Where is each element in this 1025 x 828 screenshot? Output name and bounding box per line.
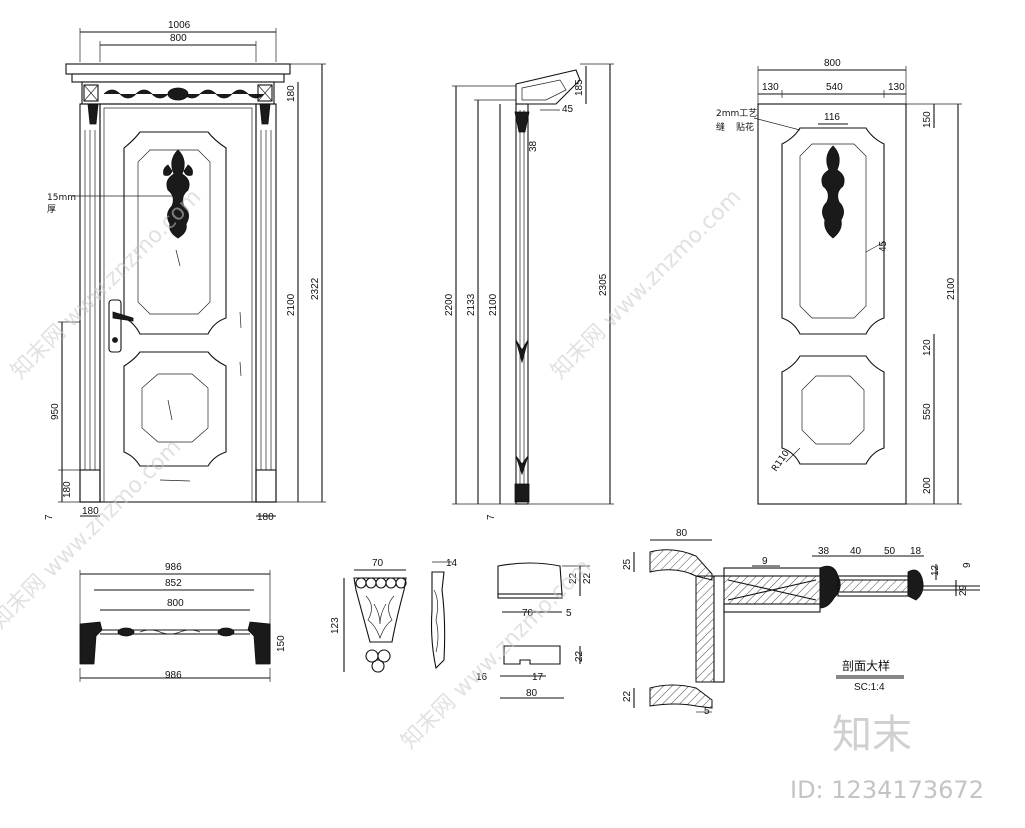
dim-side-2200: 2200 [444, 293, 455, 316]
section-detail-scale: SC:1:4 [854, 682, 885, 693]
dim-section-9b: 9 [962, 562, 973, 568]
dim-plan-depth-150: 150 [276, 635, 287, 652]
dim-front-width-800: 800 [170, 33, 187, 44]
dim-plan-top-986: 986 [165, 562, 182, 573]
back-elevation: 800 130 540 130 116 2mm工艺 缝 贴花 45 150 12… [716, 58, 962, 505]
corbel-detail: 70 123 14 [330, 558, 458, 673]
dim-section-22: 22 [622, 690, 633, 702]
dim-side-45: 45 [562, 104, 574, 115]
dim-section-29: 29 [958, 584, 969, 596]
dim-side-2305: 2305 [598, 273, 609, 296]
dim-back-rail-540: 540 [826, 82, 843, 93]
dim-back-top-rail-150: 150 [922, 111, 933, 128]
dim-front-base-width-right: 180 [257, 512, 274, 523]
dim-back-bottom-rail-200: 200 [922, 477, 933, 494]
dim-section-18: 18 [910, 546, 922, 557]
front-elevation: 1006 800 180 2100 2322 950 180 7 180 180… [44, 20, 326, 523]
dim-molding-bottom-16: 16 [476, 672, 488, 683]
dim-molding-top-h1: 22 [568, 572, 579, 584]
note-carving-thickness-suffix: 厚 [47, 204, 56, 215]
dim-back-bevel-45: 45 [878, 240, 889, 252]
dim-front-floor-7: 7 [44, 514, 55, 520]
dim-molding-bottom-17: 17 [532, 672, 544, 683]
door-handle [108, 299, 134, 353]
dim-back-width-800: 800 [824, 58, 841, 69]
dim-plan-bottom-986: 986 [165, 670, 182, 681]
back-panel-ornament [821, 145, 845, 239]
dim-front-door-2100: 2100 [286, 293, 297, 316]
dim-molding-top-5: 5 [566, 608, 572, 619]
dim-section-9a: 9 [762, 556, 768, 567]
dim-section-40: 40 [850, 546, 862, 557]
dim-back-door-2100: 2100 [946, 277, 957, 300]
side-section: 2200 2133 2100 7 2305 185 45 38 [444, 63, 614, 520]
watermark-text-2: 知末网 www.znzmo.com [547, 184, 747, 384]
note-craft-2mm: 2mm工艺 [716, 108, 757, 119]
dim-front-base-width-left: 180 [82, 506, 99, 517]
note-carving-thickness: 15mm [47, 193, 76, 203]
watermark-brand-logo: 知末 [832, 712, 912, 758]
dim-back-stile-left: 130 [762, 82, 779, 93]
watermark-text-1: 知末网 www.znzmo.com [7, 184, 207, 384]
dim-section-5: 5 [704, 706, 710, 717]
dim-molding-bottom-h: 22 [574, 650, 585, 662]
plan-section: 986 852 800 150 986 [79, 562, 287, 682]
dim-side-floor-7: 7 [486, 514, 497, 520]
dim-side-185: 185 [574, 79, 585, 96]
dim-section-25: 25 [622, 558, 633, 570]
section-detail: 80 25 38 40 50 18 9 12 9 29 22 5 剖面大样 [622, 528, 980, 717]
dim-section-38: 38 [818, 546, 830, 557]
dim-back-mid-rail-120: 120 [922, 339, 933, 356]
dim-section-80: 80 [676, 528, 688, 539]
watermark-text-3: 知末网 www.znzmo.com [397, 554, 597, 754]
dim-back-ornament-116: 116 [824, 112, 840, 123]
dim-plan-800: 800 [167, 598, 184, 609]
dim-side-2100: 2100 [488, 293, 499, 316]
dim-corbel-height-123: 123 [330, 617, 341, 634]
dim-plan-852: 852 [165, 578, 182, 589]
dim-molding-top-h2: 22 [582, 572, 593, 584]
dim-back-radius-r110: R110 [770, 449, 792, 474]
dim-molding-bottom-80: 80 [526, 688, 538, 699]
note-craft-applique: 贴花 [736, 121, 754, 133]
dim-section-12: 12 [930, 564, 941, 576]
dim-front-handle-950: 950 [50, 403, 61, 420]
dim-front-base-180: 180 [62, 481, 73, 498]
watermark-text-4: 知末网 www.znzmo.com [0, 434, 186, 634]
dim-back-stile-right: 130 [888, 82, 905, 93]
frieze-carving [103, 87, 265, 101]
section-detail-title: 剖面大样 [842, 658, 890, 673]
note-craft-seam: 缝 [716, 121, 725, 133]
dim-front-header-180: 180 [286, 85, 297, 102]
dim-side-38: 38 [528, 140, 539, 152]
dim-section-50: 50 [884, 546, 896, 557]
dim-back-lower-panel-550: 550 [922, 403, 933, 420]
dim-corbel-width-70: 70 [372, 558, 384, 569]
molding-details: 22 22 70 5 22 16 17 80 [476, 562, 593, 699]
dim-corbel-depth-14: 14 [446, 558, 458, 569]
dim-front-overall-2322: 2322 [310, 277, 321, 300]
dim-front-width-1006: 1006 [168, 20, 191, 31]
watermark-id-label: ID: 1234173672 [790, 776, 984, 804]
dim-side-2133: 2133 [466, 293, 477, 316]
watermark-layer: 知末网 www.znzmo.com 知末网 www.znzmo.com 知末网 … [0, 184, 984, 804]
dim-molding-top-70: 70 [522, 608, 534, 619]
upper-panel-ornament [163, 149, 193, 239]
